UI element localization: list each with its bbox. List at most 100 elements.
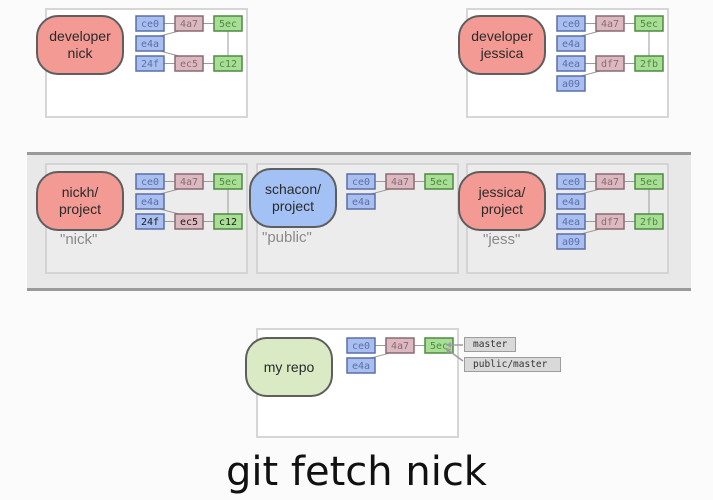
repo-my-repo[interactable]: my repo: [245, 337, 333, 397]
commit-hash: 5ec: [430, 341, 448, 352]
commit-c12[interactable]: c12: [213, 213, 243, 230]
commit-5ec[interactable]: 5ec: [634, 173, 664, 190]
commit-edge: [159, 50, 180, 57]
repo-label: developer: [49, 28, 111, 44]
commit-hash: e4a: [141, 39, 159, 50]
commit-box: [556, 213, 586, 230]
remote-alias-public: "public": [262, 229, 312, 246]
commit-4ea[interactable]: 4ea: [556, 55, 586, 72]
commit-ce0[interactable]: ce0: [346, 173, 376, 190]
repo-label: my repo: [263, 358, 315, 375]
commit-box: [213, 173, 243, 190]
commit-ec5[interactable]: ec5: [174, 213, 204, 230]
commit-e4a[interactable]: e4a: [346, 357, 376, 374]
commit-4a7[interactable]: 4a7: [174, 15, 204, 32]
commit-hash: c12: [219, 217, 237, 228]
commit-hash: e4a: [562, 39, 580, 50]
commit-hash: ec5: [180, 217, 198, 228]
commit-hash: e4a: [352, 197, 370, 208]
commit-ce0[interactable]: ce0: [135, 173, 165, 190]
commit-c12[interactable]: c12: [213, 55, 243, 72]
commit-hash: 2fb: [640, 59, 658, 70]
commit-hash: ce0: [352, 341, 370, 352]
commit-ce0[interactable]: ce0: [346, 337, 376, 354]
commit-hash: 24f: [141, 217, 159, 228]
commit-hash: ce0: [562, 177, 580, 188]
commit-hash: 5ec: [430, 177, 448, 188]
commit-5ec[interactable]: 5ec: [634, 15, 664, 32]
commit-a09[interactable]: a09: [556, 75, 586, 92]
ref-arrows: [445, 342, 464, 362]
commit-edge: [159, 188, 180, 195]
ref-label-master[interactable]: master: [464, 337, 516, 352]
commit-box: [174, 173, 204, 190]
commit-hash: a09: [562, 79, 580, 90]
commit-graph-nickh-project: ce0 4a7 5ec e4a 24f ec5 c12: [135, 173, 243, 230]
commit-hash: ec5: [180, 59, 198, 70]
commit-4a7[interactable]: 4a7: [595, 173, 625, 190]
commit-box: [556, 233, 586, 250]
commit-a09[interactable]: a09: [556, 233, 586, 250]
commit-ec5[interactable]: ec5: [174, 55, 204, 72]
commit-hash: 4ea: [562, 59, 580, 70]
ref-label-public-master[interactable]: public/master: [464, 357, 561, 372]
commit-5ec[interactable]: 5ec: [213, 173, 243, 190]
commit-box: [135, 15, 165, 32]
commit-5ec[interactable]: 5ec: [213, 15, 243, 32]
commit-graph-jessica-project: ce0 4a7 5ec e4a 4ea df7 2fb a09: [556, 173, 664, 250]
arrowhead-icon: [445, 348, 451, 354]
commit-hash: 5ec: [219, 19, 237, 30]
commit-24f[interactable]: 24f: [135, 55, 165, 72]
commit-box: [135, 55, 165, 72]
commit-hash: c12: [219, 59, 237, 70]
repo-label: nickh/: [61, 184, 99, 200]
repo-nickh-project[interactable]: nickh/project: [36, 171, 124, 231]
commit-2fb[interactable]: 2fb: [634, 55, 664, 72]
commit-4ea[interactable]: 4ea: [556, 213, 586, 230]
commit-edge: [370, 352, 391, 359]
commit-box: [135, 173, 165, 190]
commit-e4a[interactable]: e4a: [346, 193, 376, 210]
commit-box: [595, 213, 625, 230]
repo-label: schacon/: [264, 181, 322, 197]
commit-box: [213, 15, 243, 32]
commit-e4a[interactable]: e4a: [556, 35, 586, 52]
commit-hash: df7: [601, 217, 619, 228]
commit-e4a[interactable]: e4a: [135, 193, 165, 210]
commit-box: [135, 213, 165, 230]
commit-4a7[interactable]: 4a7: [174, 173, 204, 190]
repo-jessica-project[interactable]: jessica/project: [458, 171, 546, 231]
commit-box: [213, 213, 243, 230]
commit-box: [634, 173, 664, 190]
commit-24f[interactable]: 24f: [135, 213, 165, 230]
commit-hash: 4a7: [601, 19, 619, 30]
commit-box: [346, 173, 376, 190]
commit-box: [135, 193, 165, 210]
commit-hash: ce0: [141, 19, 159, 30]
commit-box: [346, 337, 376, 354]
commit-df7[interactable]: df7: [595, 213, 625, 230]
commit-ce0[interactable]: ce0: [556, 15, 586, 32]
commit-box: [385, 173, 415, 190]
commit-e4a[interactable]: e4a: [556, 193, 586, 210]
commit-ce0[interactable]: ce0: [135, 15, 165, 32]
commit-box: [556, 15, 586, 32]
commit-edge: [159, 208, 180, 215]
commit-2fb[interactable]: 2fb: [634, 213, 664, 230]
commit-4a7[interactable]: 4a7: [385, 173, 415, 190]
commit-box: [424, 173, 454, 190]
repo-schacon-project[interactable]: schacon/project: [249, 168, 337, 228]
commit-e4a[interactable]: e4a: [135, 35, 165, 52]
commit-box: [634, 15, 664, 32]
commit-4a7[interactable]: 4a7: [385, 337, 415, 354]
commit-edge: [580, 70, 601, 77]
repo-label: jessica/: [478, 184, 526, 200]
commit-box: [346, 357, 376, 374]
commit-ce0[interactable]: ce0: [556, 173, 586, 190]
commit-4a7[interactable]: 4a7: [595, 15, 625, 32]
commit-df7[interactable]: df7: [595, 55, 625, 72]
commit-box: [385, 337, 415, 354]
commit-hash: df7: [601, 59, 619, 70]
commit-5ec[interactable]: 5ec: [424, 173, 454, 190]
